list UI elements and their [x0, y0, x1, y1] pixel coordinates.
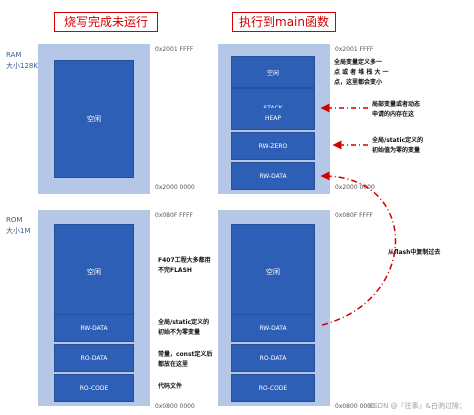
left-rom-free-block: 空闲 [54, 224, 134, 320]
left-ro-code-block: RO-CODE [54, 374, 134, 402]
note-local-line2: 申请的内存在这 [372, 111, 415, 118]
left-ram-free-block: 空闲 [54, 60, 134, 178]
right-rom-free-block: 空闲 [231, 224, 315, 320]
note-zero-line1: 全局/static定义的 [372, 137, 424, 144]
header-right: 执行到main函数 [232, 12, 336, 32]
note-ro-data-line1: 常量，const定义后 [158, 351, 213, 358]
rw-data-ram-block: RW-DATA [231, 162, 315, 190]
ram-label: RAM [6, 51, 22, 59]
note-rw-data-line2: 初始不为零变量 [158, 329, 201, 336]
watermark: CSDN @『往事』&白驹过隙； [368, 402, 466, 410]
note-flash-line1: F407工程大多都用 [158, 257, 211, 264]
rom-section-label: ROM 大小1M [6, 215, 31, 237]
ram-section-label: RAM 大小128K [6, 50, 38, 72]
note-ro-data-line2: 都放在这里 [158, 361, 189, 368]
note-stack-heap: 全局变量定义多一 点 或 者 堆 栈 大 一 点，这里都会变小 [334, 58, 454, 88]
note-rw-data-line1: 全局/static定义的 [158, 319, 210, 326]
addr-rom-bottom-left: 0x0800 0000 [155, 403, 195, 410]
left-rom-region: 空闲 RW-DATA RO-DATA RO-CODE [38, 210, 150, 406]
ram-size: 大小128K [6, 62, 38, 70]
note-flash-line2: 不完FLASH [158, 267, 192, 274]
heap-block: HEAP [231, 108, 315, 130]
left-rw-data-block: RW-DATA [54, 314, 134, 342]
note-local-line1: 局部变量或者动态 [372, 101, 421, 108]
note-ro-code: 代码文件 [158, 383, 183, 390]
addr-ram-bottom-left: 0x2000 0000 [155, 184, 195, 191]
note-zero-line2: 初始值为零的变量 [372, 147, 421, 154]
right-ro-code-block: RO-CODE [231, 374, 315, 402]
rom-size: 大小1M [6, 227, 31, 235]
right-rom-region: 空闲 RW-DATA RO-DATA RO-CODE [218, 210, 330, 406]
note-zero: 全局/static定义的 初始值为零的变量 [372, 136, 472, 156]
addr-ram-bottom-right: 0x2000 0000 [335, 184, 375, 191]
note-stack-heap-line3: 点，这里都会变小 [334, 79, 383, 86]
left-ram-region: 空闲 [38, 44, 150, 194]
header-left: 烧写完成未运行 [54, 12, 158, 32]
note-copy: 从flash中复制过去 [388, 249, 441, 256]
right-rw-data-block: RW-DATA [231, 314, 315, 342]
addr-ram-top-right: 0x2001 FFFF [335, 46, 374, 53]
note-rw-data: 全局/static定义的 初始不为零变量 [158, 318, 228, 338]
addr-rom-bottom-right: 0x0800 0000 [335, 403, 375, 410]
rw-zero-block: RW-ZERO [231, 132, 315, 160]
addr-ram-top-left: 0x2001 FFFF [155, 46, 194, 53]
note-stack-heap-line1: 全局变量定义多一 [334, 59, 383, 66]
note-stack-heap-line2: 点 或 者 堆 栈 大 一 [334, 69, 389, 76]
note-flash: F407工程大多都用 不完FLASH [158, 256, 228, 276]
right-ram-region: 空闲 STACK HEAP RW-ZERO RW-DATA [218, 44, 330, 194]
arrow-copy-curve [320, 171, 397, 326]
note-ro-data: 常量，const定义后 都放在这里 [158, 350, 228, 370]
addr-rom-top-left: 0x080F FFFF [155, 212, 193, 219]
note-local: 局部变量或者动态 申请的内存在这 [372, 100, 472, 120]
rom-label: ROM [6, 216, 23, 224]
addr-rom-top-right: 0x080F FFFF [335, 212, 373, 219]
right-ram-free-block: 空闲 [231, 56, 315, 88]
right-ro-data-block: RO-DATA [231, 344, 315, 372]
left-ro-data-block: RO-DATA [54, 344, 134, 372]
